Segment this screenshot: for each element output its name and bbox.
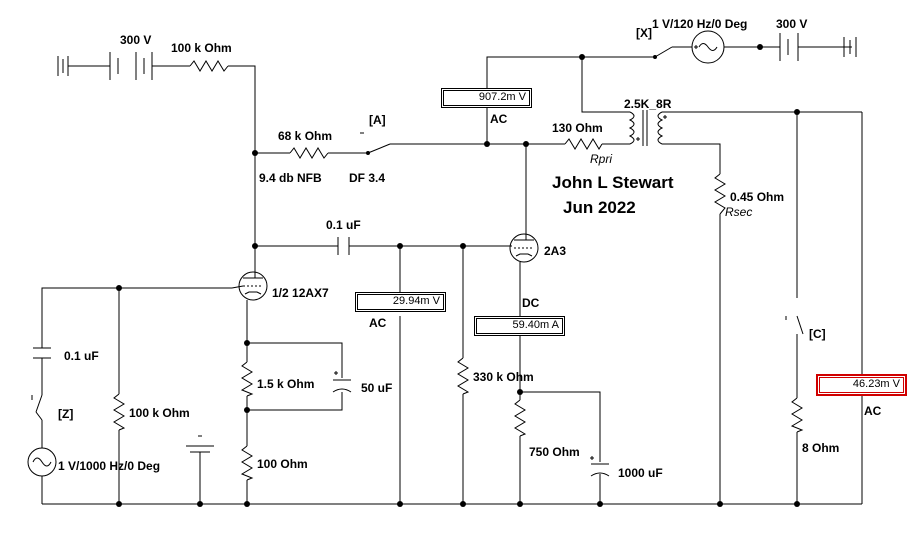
ac-voltmeter-output: 46.23m V xyxy=(816,374,907,396)
r100 xyxy=(240,445,254,481)
transformer-label: 2.5K_8R xyxy=(624,97,672,111)
tube-12ax7-label: 1/2 12AX7 xyxy=(272,286,329,300)
output-transformer xyxy=(628,110,667,146)
tube-2a3 xyxy=(509,232,539,263)
ac-voltmeter-grid: 29.94m V xyxy=(355,292,446,312)
meter-mode-grid: AC xyxy=(369,316,387,330)
c-in-label: 0.1 uF xyxy=(64,349,99,363)
r100k-top xyxy=(189,60,229,72)
r130-label: 130 Ohm xyxy=(552,121,603,135)
cap-plus-signs xyxy=(334,371,594,460)
resistors xyxy=(113,60,804,481)
c50-label: 50 uF xyxy=(361,381,393,395)
r045 xyxy=(714,173,726,215)
r100k-in xyxy=(113,393,126,431)
rsec-label: Rsec xyxy=(725,205,753,219)
meter-mode-output: AC xyxy=(864,404,882,418)
r330k-label: 330 k Ohm xyxy=(473,370,534,384)
meter-readout-cathode: 59.40m A xyxy=(476,318,563,334)
meter-mode-plate: AC xyxy=(490,112,508,126)
r100k-in-label: 100 k Ohm xyxy=(129,406,190,420)
r750 xyxy=(514,399,527,437)
ac-voltmeter-plate: 907.2m V xyxy=(441,88,532,108)
switch-z-label: [Z] xyxy=(58,407,74,421)
r100-label: 100 Ohm xyxy=(257,457,308,471)
rpri-label: Rpri xyxy=(590,152,613,166)
hum-source-label: 1 V/120 Hz/0 Deg xyxy=(652,17,748,31)
battery-right-label: 300 V xyxy=(776,17,808,31)
r100k-top-label: 100 k Ohm xyxy=(171,41,232,55)
meter-readout-output: 46.23m V xyxy=(819,377,904,393)
author-name: John L Stewart xyxy=(552,173,674,192)
meter-readout-grid: 29.94m V xyxy=(357,294,444,310)
c1000-label: 1000 uF xyxy=(618,466,663,480)
author-date: Jun 2022 xyxy=(563,198,636,217)
wires xyxy=(41,46,863,505)
df-label: DF 3.4 xyxy=(349,171,386,185)
r1k5-label: 1.5 k Ohm xyxy=(257,377,315,391)
meter-mode-cathode: DC xyxy=(522,296,540,310)
r750-label: 750 Ohm xyxy=(529,445,580,459)
nfb-label: 9.4 db NFB xyxy=(259,171,322,185)
switch-a-label: [A] xyxy=(369,113,386,127)
switch-c-label: [C] xyxy=(809,327,826,341)
dc-ammeter-cathode: 59.40m A xyxy=(474,316,565,336)
c-couple-label: 0.1 uF xyxy=(326,218,361,232)
ground-battery xyxy=(186,435,214,453)
signal-source xyxy=(27,447,57,477)
switches xyxy=(31,46,804,421)
switch-x-label: [X] xyxy=(636,26,652,40)
junction-dots xyxy=(116,44,800,507)
battery-left xyxy=(57,52,153,80)
battery-right xyxy=(779,33,857,61)
r130 xyxy=(564,138,603,150)
signal-source-label: 1 V/1000 Hz/0 Deg xyxy=(58,459,161,473)
meter-readout-plate: 907.2m V xyxy=(443,90,530,106)
battery-left-label: 300 V xyxy=(120,33,152,47)
capacitors xyxy=(33,237,610,477)
r045-label: 0.45 Ohm xyxy=(730,190,785,204)
r68k xyxy=(289,147,329,159)
r8 xyxy=(790,397,804,433)
r330k xyxy=(457,357,470,395)
tube-12ax7 xyxy=(231,271,268,301)
r8-label: 8 Ohm xyxy=(802,441,840,455)
r68k-label: 68 k Ohm xyxy=(278,129,333,143)
tube-2a3-label: 2A3 xyxy=(544,244,567,258)
hum-source xyxy=(691,30,725,64)
r1k5 xyxy=(240,361,254,397)
